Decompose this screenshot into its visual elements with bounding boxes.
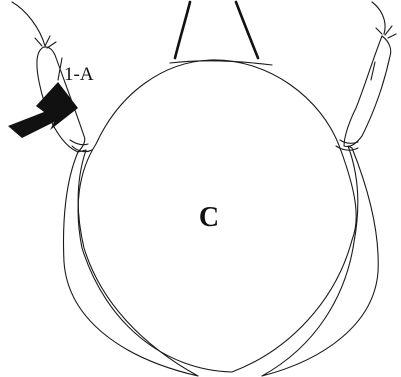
left-antenna-tips [35,36,56,48]
left-neck-strut [175,2,190,58]
right-neck-strut [236,2,258,58]
callout-label-1a: 1-A [64,64,94,85]
dome-top-seam [170,61,272,65]
left-lobe-outline [64,150,198,376]
right-antenna-tips [376,26,396,38]
center-label-c: C [199,202,219,233]
right-lobe-outline [262,146,378,376]
right-appendage-segment [344,36,391,147]
left-antenna-curl [12,2,45,46]
left-appendage-tick [58,58,62,80]
right-antenna-curl [372,2,385,34]
